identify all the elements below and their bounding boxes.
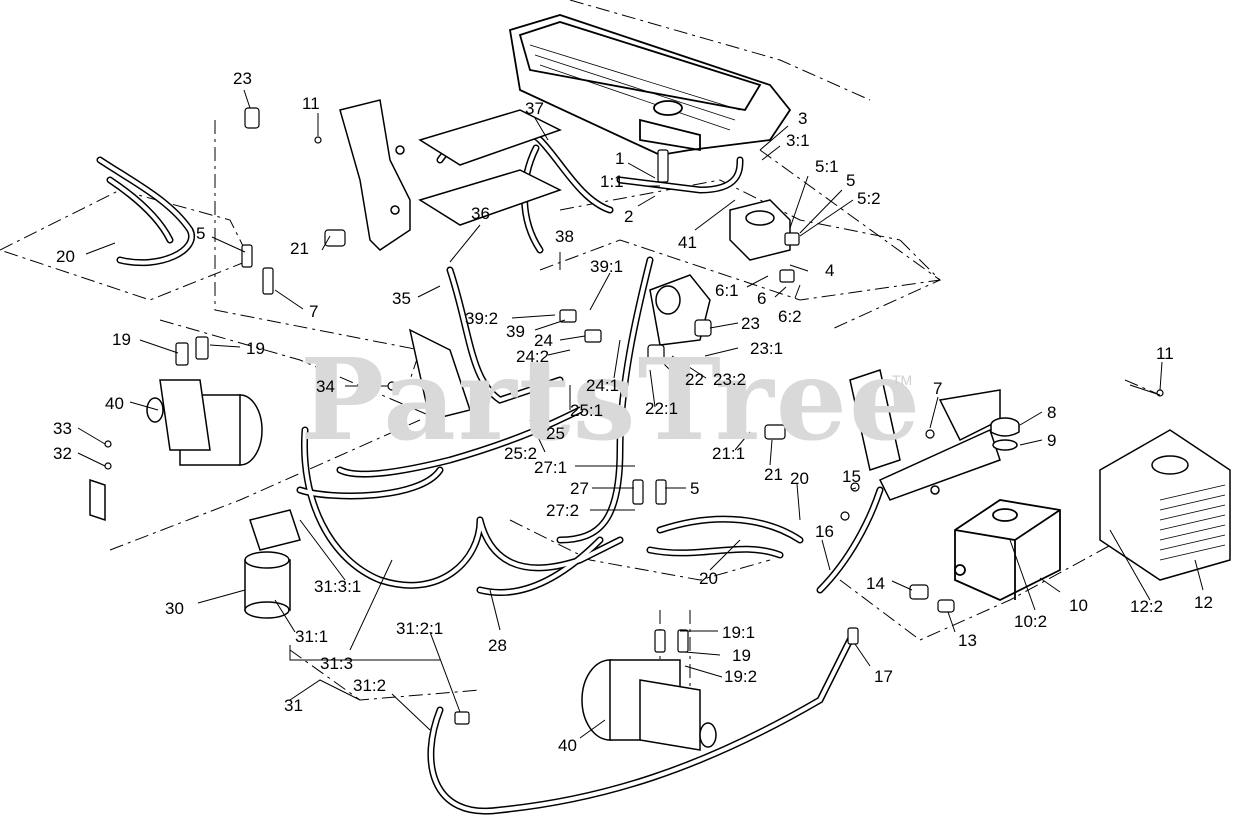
- callout-31-2: 31:2: [353, 676, 387, 695]
- callout-19a: 19: [112, 330, 131, 349]
- callout-3: 3: [798, 109, 808, 128]
- callout-20: 20: [56, 247, 75, 266]
- callout-31-2-1: 31:2:1: [396, 619, 444, 638]
- callout-23b: 23: [741, 314, 760, 333]
- radiator: [508, 14, 792, 156]
- callout-40b: 40: [558, 736, 577, 755]
- callout-24: 24: [534, 331, 553, 350]
- callout-33: 33: [53, 419, 72, 438]
- callout-5-2: 5:2: [857, 189, 881, 208]
- callout-25: 25: [546, 424, 565, 443]
- callout-21-1: 21:1: [712, 444, 746, 463]
- callout-28: 28: [488, 636, 507, 655]
- callout-22: 22: [685, 370, 704, 389]
- callout-20c: 20: [699, 569, 718, 588]
- callout-40a: 40: [105, 394, 124, 413]
- wheel-motor-right: [581, 659, 717, 751]
- hydraulic-tank: [954, 499, 1061, 601]
- hose-inner-highlight: [98, 127, 882, 814]
- callout-7: 7: [309, 302, 319, 321]
- callout-21: 21: [290, 239, 309, 258]
- callout-12-2: 12:2: [1130, 597, 1164, 616]
- callout-19b: 19: [246, 339, 265, 358]
- callout-41: 41: [678, 233, 697, 252]
- callout-5: 5: [846, 171, 856, 190]
- callout-8: 8: [1047, 403, 1057, 422]
- callout-27: 27: [570, 479, 589, 498]
- callout-39: 39: [506, 322, 525, 341]
- callout-31-3: 31:3: [320, 654, 354, 673]
- callout-19-1: 19:1: [722, 623, 756, 642]
- callout-16: 16: [815, 522, 834, 541]
- callout-19-2: 19:2: [724, 667, 758, 686]
- callout-32: 32: [53, 444, 72, 463]
- callout-34: 34: [316, 377, 335, 396]
- callout-25-1: 25:1: [570, 401, 604, 420]
- callout-14: 14: [866, 574, 885, 593]
- callout-23-2: 23:2: [713, 370, 747, 389]
- callout-1-1: 1:1: [600, 172, 624, 191]
- callout-20b: 20: [790, 469, 809, 488]
- callout-24-1: 24:1: [586, 376, 620, 395]
- dashed-guide-lines: [0, 0, 1161, 701]
- callout-4: 4: [825, 261, 835, 280]
- callout-19c: 19: [732, 646, 751, 665]
- callout-11: 11: [302, 94, 320, 113]
- callout-31-3-1: 31:3:1: [314, 577, 362, 596]
- leader-lines: [77, 89, 1204, 739]
- callout-31: 31: [284, 696, 303, 715]
- callout-24-2: 24:2: [516, 347, 550, 366]
- callout-11b: 11: [1156, 344, 1174, 363]
- oil-filter: [244, 509, 301, 619]
- callout-12: 12: [1194, 593, 1213, 612]
- callout-5-1: 5:1: [815, 157, 839, 176]
- tank-cap: [990, 417, 1020, 451]
- callout-15: 15: [842, 467, 861, 486]
- watermark-trademark: TM: [892, 372, 913, 388]
- callout-27-2: 27:2: [546, 501, 580, 520]
- fittings: [104, 107, 1164, 725]
- callout-6-2: 6:2: [778, 307, 802, 326]
- screen-guard: [1099, 429, 1231, 581]
- callout-13: 13: [958, 631, 977, 650]
- callout-39-2: 39:2: [465, 309, 499, 328]
- callout-27-1: 27:1: [534, 458, 568, 477]
- callout-9: 9: [1047, 431, 1057, 450]
- callout-22-1: 22:1: [645, 399, 679, 418]
- callout-37: 37: [525, 99, 544, 118]
- callout-6: 6: [757, 289, 767, 308]
- mounting-brackets: [89, 99, 1001, 522]
- callout-38: 38: [555, 227, 574, 246]
- callout-21b: 21: [764, 465, 783, 484]
- callout-35: 35: [392, 289, 411, 308]
- callout-25-2: 25:2: [504, 444, 538, 463]
- callout-7b: 7: [933, 379, 943, 398]
- callout-17: 17: [874, 667, 893, 686]
- callout-5b: 5: [196, 224, 206, 243]
- callout-10: 10: [1069, 596, 1088, 615]
- callout-1: 1: [615, 149, 625, 168]
- callout-5c: 5: [690, 479, 700, 498]
- callout-30: 30: [165, 599, 184, 618]
- callout-3-1: 3:1: [786, 131, 810, 150]
- watermark-text: PartsTree: [300, 335, 923, 466]
- pump-upper: [729, 199, 791, 261]
- callout-23-1: 23:1: [750, 339, 784, 358]
- callout-23: 23: [233, 69, 252, 88]
- callout-10-2: 10:2: [1014, 612, 1048, 631]
- callout-39-1: 39:1: [590, 257, 624, 276]
- wheel-motor-left: [146, 379, 263, 466]
- callout-31-1: 31:1: [295, 627, 329, 646]
- callout-2: 2: [624, 207, 634, 226]
- callout-6-1: 6:1: [715, 281, 739, 300]
- callout-36: 36: [471, 204, 490, 223]
